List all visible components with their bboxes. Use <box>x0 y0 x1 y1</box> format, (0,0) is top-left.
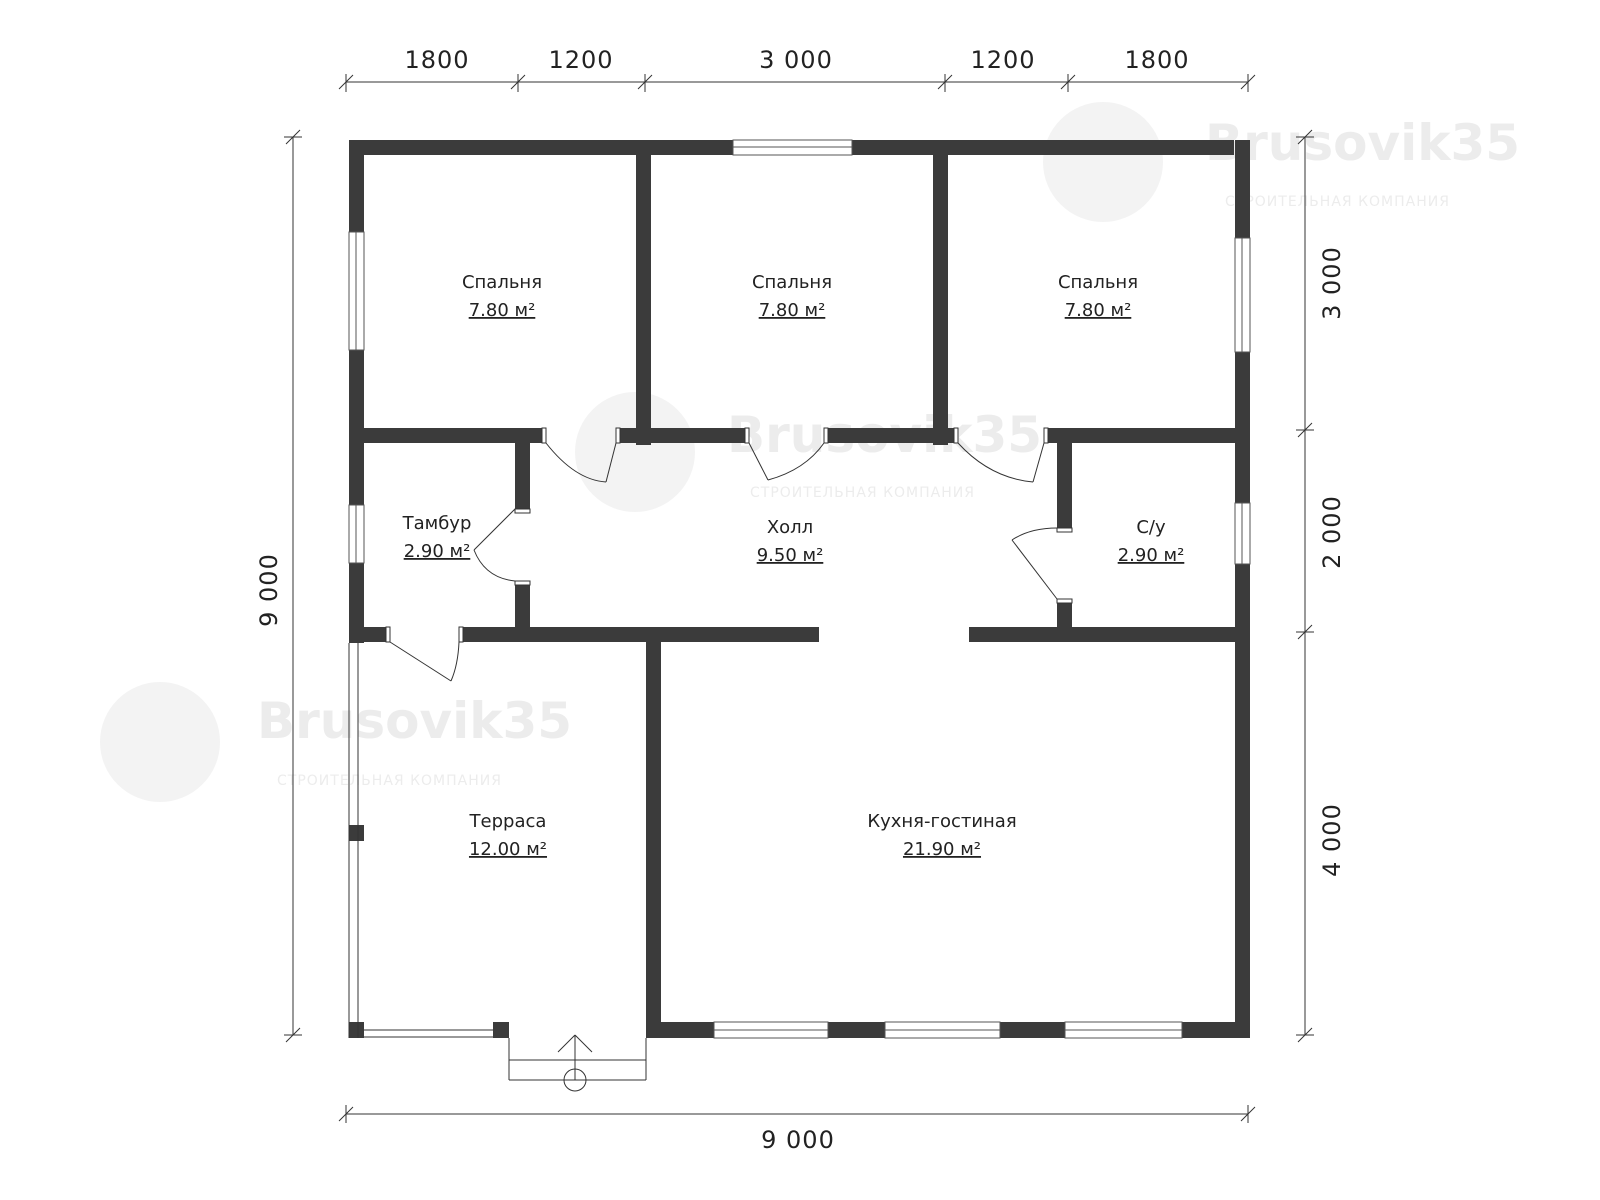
watermark-tagline: СТРОИТЕЛЬНАЯ КОМПАНИЯ <box>1225 194 1450 210</box>
terrace-outline <box>348 643 493 1038</box>
room-name: Терраса <box>469 811 547 832</box>
walls <box>349 140 1250 1038</box>
watermark-brand: Brusovik35 <box>257 692 572 750</box>
room-area: 7.80 м² <box>469 300 536 321</box>
dimension-right-2: 2 000 <box>1318 495 1346 569</box>
room-name: С/у <box>1136 517 1166 538</box>
door-terrace <box>385 626 464 682</box>
watermark-1: Brusovik35 СТРОИТЕЛЬНАЯ КОМПАНИЯ <box>1043 102 1520 222</box>
watermark-3: Brusovik35 СТРОИТЕЛЬНАЯ КОМПАНИЯ <box>100 682 572 802</box>
dimension-right-3: 4 000 <box>1318 803 1346 877</box>
room-area: 2.90 м² <box>1118 545 1185 566</box>
door-bedroom-1 <box>541 427 621 483</box>
room-name: Тамбур <box>402 513 472 534</box>
door-bedroom-2 <box>744 427 829 481</box>
room-area: 7.80 м² <box>1065 300 1132 321</box>
dimension-top-5: 1800 <box>1124 46 1189 74</box>
room-tambur: Тамбур 2.90 м² <box>402 513 472 562</box>
door-bathroom <box>1011 527 1073 604</box>
door-bedroom-3 <box>953 427 1049 483</box>
room-hall: Холл 9.50 м² <box>757 517 824 566</box>
dimension-top-3: 3 000 <box>759 46 833 74</box>
room-name: Холл <box>767 517 813 538</box>
room-area: 12.00 м² <box>469 839 547 860</box>
dimension-top: 1800 1200 3 000 1200 1800 <box>338 46 1256 92</box>
dimension-right: 3 000 2 000 4 000 <box>1296 129 1346 1043</box>
room-bedroom-3: Спальня 7.80 м² <box>1058 272 1138 321</box>
dimension-bottom-total: 9 000 <box>761 1126 835 1154</box>
doors <box>385 427 1073 682</box>
room-bathroom: С/у 2.90 м² <box>1118 517 1185 566</box>
dimension-left: 9 000 <box>255 129 302 1043</box>
room-bedroom-1: Спальня 7.80 м² <box>462 272 542 321</box>
room-area: 7.80 м² <box>759 300 826 321</box>
dimension-left-total: 9 000 <box>255 553 283 627</box>
room-area: 9.50 м² <box>757 545 824 566</box>
watermark-tagline: СТРОИТЕЛЬНАЯ КОМПАНИЯ <box>750 485 975 501</box>
dimension-top-2: 1200 <box>548 46 613 74</box>
room-name: Спальня <box>1058 272 1138 293</box>
dimension-top-4: 1200 <box>970 46 1035 74</box>
room-bedroom-2: Спальня 7.80 м² <box>752 272 832 321</box>
room-area: 2.90 м² <box>404 541 471 562</box>
room-name: Кухня-гостиная <box>867 811 1016 832</box>
door-tambur <box>473 508 531 586</box>
room-terrace: Терраса 12.00 м² <box>469 811 547 860</box>
dimension-right-1: 3 000 <box>1318 246 1346 320</box>
watermark-brand: Brusovik35 <box>1205 114 1520 172</box>
entrance-steps <box>508 1034 647 1092</box>
room-name: Спальня <box>752 272 832 293</box>
room-area: 21.90 м² <box>903 839 981 860</box>
dimension-bottom: 9 000 <box>338 1105 1256 1154</box>
watermark-tagline: СТРОИТЕЛЬНАЯ КОМПАНИЯ <box>277 773 502 789</box>
room-name: Спальня <box>462 272 542 293</box>
windows <box>348 139 1251 1039</box>
room-kitchen-living: Кухня-гостиная 21.90 м² <box>867 811 1016 860</box>
dimension-top-1: 1800 <box>404 46 469 74</box>
